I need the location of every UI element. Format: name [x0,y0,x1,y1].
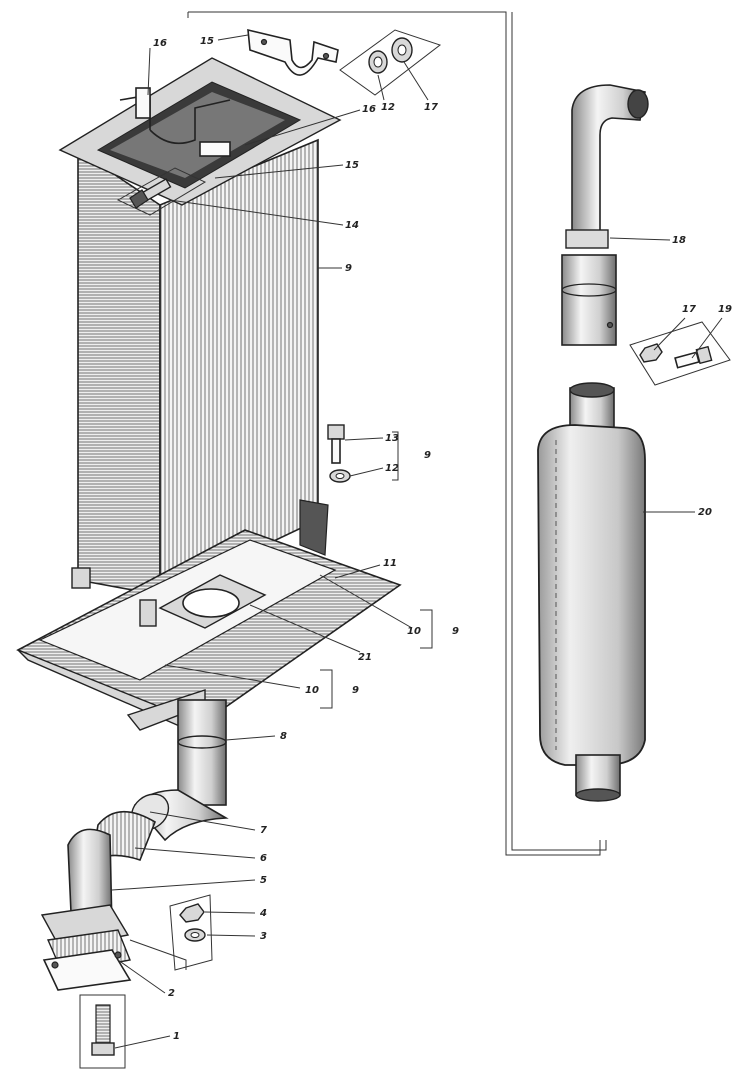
callout-21: 21 [358,652,372,663]
callout-1: 1 [173,1031,180,1042]
tailpipe [561,84,649,346]
nut-washer-panel [129,894,213,971]
callout-12-top: 12 [381,102,395,113]
callout-2: 2 [168,988,175,999]
callout-4: 4 [259,908,267,919]
heat-exchanger-core [58,57,342,597]
callout-9-right: 9 [452,626,459,637]
strap-clamp [247,28,339,76]
leader-lines [111,34,723,1049]
callout-7: 7 [260,825,267,836]
callout-9-core: 9 [345,263,352,274]
side-mount-bracket [299,499,329,556]
callout-5: 5 [260,875,267,886]
callout-16-right: 16 [362,104,376,115]
callout-17-right: 17 [682,304,696,315]
muffler [537,382,646,802]
assembly-guide-line [187,11,607,856]
callout-15-top: 15 [200,36,214,47]
callout-11: 11 [383,558,397,569]
base-plate [16,529,402,736]
callout-17-top: 17 [424,102,438,113]
tailpipe-hardware-panel [629,321,731,386]
callout-6: 6 [260,853,267,864]
callout-10-left: 10 [305,685,319,696]
side-bolt-13 [327,424,351,483]
top-clamp-bracket [119,87,231,157]
bolt-1 [79,994,126,1069]
base-plate-hole [182,588,240,618]
callout-20: 20 [698,507,712,518]
callout-3: 3 [260,931,267,942]
callout-12-side: 12 [385,463,399,474]
callout-16-top: 16 [153,38,167,49]
callout-labels: 16 15 12 17 16 15 14 9 13 12 9 11 10 9 2… [153,36,732,1042]
callout-10-right: 10 [407,626,421,637]
foot-bracket-left [71,567,91,589]
down-pipe [177,699,227,806]
callout-13: 13 [385,433,399,444]
top-hardware-panel [339,29,442,96]
foot-bracket-front [139,599,157,627]
callout-8: 8 [280,731,287,742]
callout-9-bolt: 9 [424,450,431,461]
pipe-flange [40,904,132,991]
callout-19: 19 [718,304,732,315]
callout-14: 14 [345,220,359,231]
callout-18: 18 [672,235,686,246]
bolt-panel-14 [116,167,207,216]
callout-9-left: 9 [352,685,359,696]
callout-15-right: 15 [345,160,359,171]
